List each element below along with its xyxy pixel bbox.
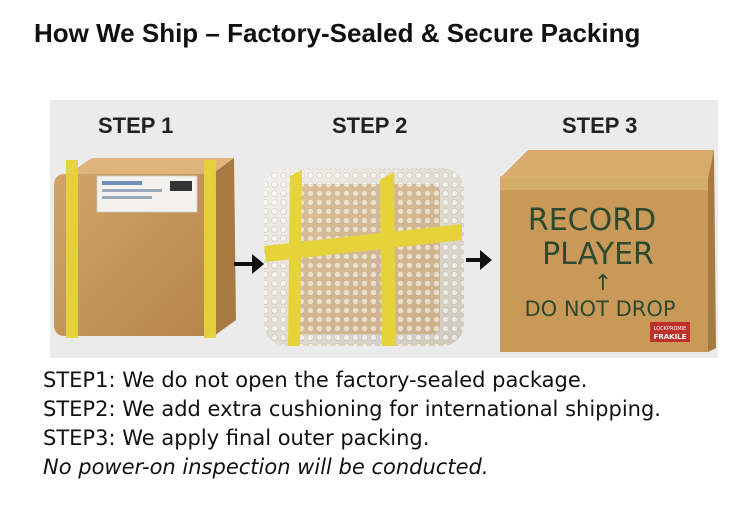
arrow-right-icon	[234, 254, 264, 274]
step-1-label: STEP 1	[98, 113, 174, 138]
caption-step-2: STEP2: We add extra cushioning for inter…	[43, 397, 661, 421]
bubble-wrapped-package-icon	[264, 168, 464, 346]
caption-step-3: STEP3: We apply final outer packing.	[43, 426, 430, 450]
box-label-line1: RECORD	[528, 203, 656, 238]
sealed-package-icon	[54, 158, 236, 338]
box-label-line2: PLAYER	[542, 237, 654, 272]
captions: STEP1: We do not open the factory-sealed…	[43, 366, 661, 482]
sticker-top-text: LOCKPROMIE	[654, 326, 687, 332]
sticker-bottom-text: FRAKILE	[654, 333, 687, 341]
caption-step-1: STEP1: We do not open the factory-sealed…	[43, 368, 588, 392]
fragile-sticker: LOCKPROMIE FRAKILE	[650, 322, 690, 342]
box-label-line3: DO NOT DROP	[524, 297, 675, 321]
arrow-right-icon	[466, 250, 492, 270]
page-title: How We Ship – Factory-Sealed & Secure Pa…	[34, 18, 641, 48]
inspection-note: No power-on inspection will be conducted…	[43, 455, 489, 479]
step-2-label: STEP 2	[332, 113, 408, 138]
step-3-label: STEP 3	[562, 113, 638, 138]
up-arrow-icon: ↑	[594, 271, 612, 296]
